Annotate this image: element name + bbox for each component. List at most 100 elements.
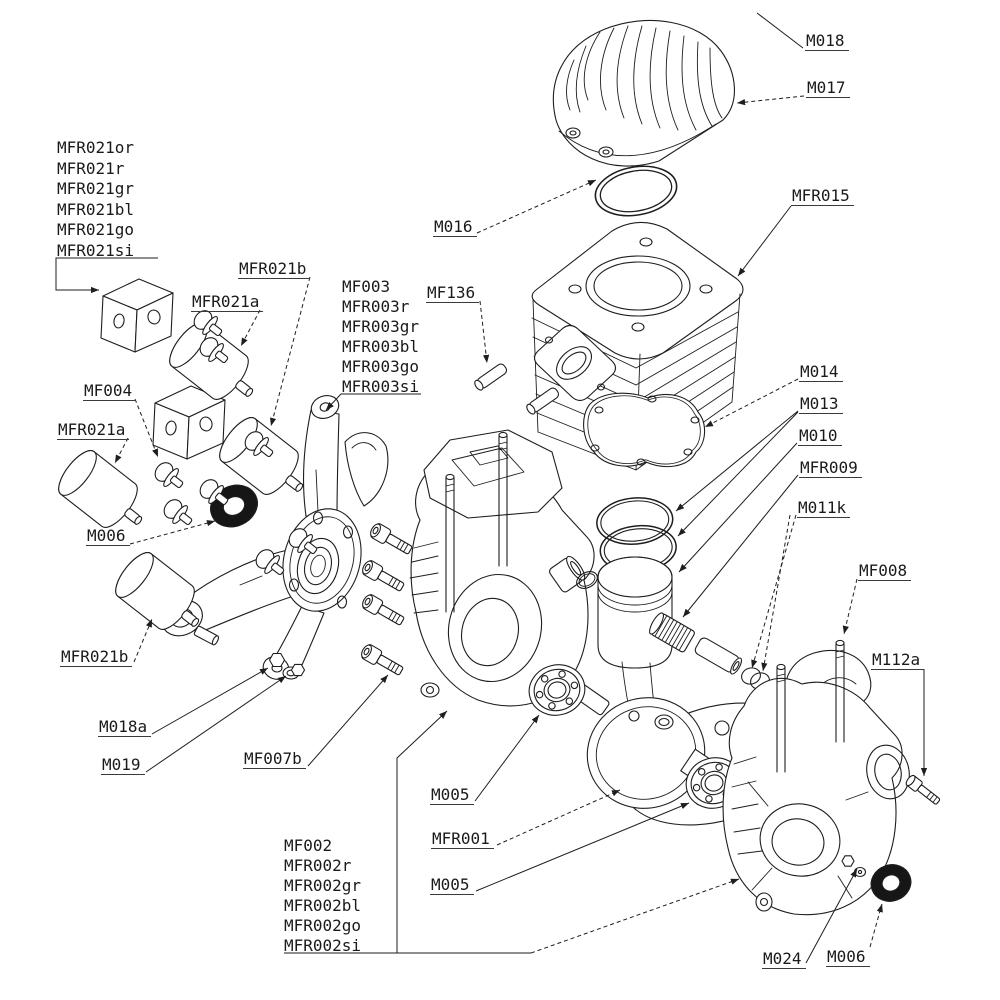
leader-line-m005-2 [475,802,690,892]
grommet-screw-icon [288,528,318,555]
part-label-mfr021a-1: MFR021a [191,293,264,312]
part-label-m006-2: M006 [826,948,870,967]
bearing-boss-icon [548,555,586,593]
part-label-mfr002r: MFR002r [284,856,352,875]
part-label-m005-1: M005 [430,786,474,805]
leader-line-m018a [151,667,269,735]
part-label-mfr021b-1: MFR021b [238,260,311,279]
ball-bearing-icon [528,664,586,716]
part-label-m019: M019 [101,756,145,775]
part-label-m018a: M018a [98,718,152,737]
part-label-mfr021bl: MFR021bl [57,200,135,219]
leader-line-mf008 [842,578,858,635]
square-mount-cube-icon [100,278,174,353]
left-crankcase-drawing [409,429,595,707]
grommet-screw-icon [163,499,193,526]
circlip-icon [576,571,598,589]
part-label-mf008: MF008 [858,562,912,581]
leader-line-mfr009 [682,474,799,618]
part-label-mfr021or: MFR021or [57,138,135,157]
grommet-screw-icon [154,462,184,489]
leader-line-mf002-bracket-c [530,878,740,954]
socket-bolt-icon [362,594,405,626]
part-label-m006-1: M006 [86,527,130,546]
socket-bolt-icon [362,560,405,592]
part-label-mfr002go: MFR002go [284,916,362,935]
leader-line-m016 [476,179,597,234]
leader-line-m018 [756,12,804,49]
leader-line-m011k-b [761,514,791,672]
part-label-m013: M013 [799,395,843,414]
cylinder-head-drawing [552,19,735,167]
part-label-m017: M017 [806,79,850,98]
leader-line-m024 [805,868,858,964]
stud-icon [445,473,455,613]
part-label-m014: M014 [799,363,843,382]
grommet-screw-icon [193,310,223,337]
stud-icon [835,639,845,743]
piston-pin-icon [694,637,743,675]
part-label-m016: M016 [433,218,477,237]
part-label-mfr015: MFR015 [791,187,854,206]
part-label-mfr002bl: MFR002bl [284,896,362,915]
leader-line-m017 [736,95,805,106]
leader-line-m013-b [677,411,799,537]
leader-line-m006-1 [129,520,216,545]
stud-icon [776,663,786,773]
leader-line-m006-2 [869,903,883,948]
part-label-mfr021b-2: MFR021b [60,648,133,667]
leader-line-m005-1 [474,714,540,802]
leader-line-m010 [678,442,798,573]
leader-line-mfr021-bracket [55,257,158,294]
leader-line-m013-a [675,410,799,512]
head-oring-drawing [594,165,678,217]
part-label-m005-2: M005 [430,876,474,895]
leader-line-mfr001 [496,789,621,846]
grommet-screw-icon [244,431,274,458]
part-label-m011k: M011k [797,499,851,518]
grommet-screw-icon [255,549,285,576]
part-label-mfr009: MFR009 [799,459,862,478]
socket-bolt-icon [370,523,413,555]
shaft-seal-icon [870,864,912,902]
part-label-mfr021r: MFR021r [57,159,125,178]
socket-bolt-icon [361,644,404,676]
leader-line-m019 [145,675,287,773]
bolt-icon [905,774,941,805]
part-label-m010: M010 [798,427,842,446]
part-label-mfr002si: MFR002si [284,936,362,955]
leader-line-mfr021b-2 [133,618,153,663]
part-label-mfr003r: MFR003r [342,297,410,316]
leader-line-m014 [704,378,799,428]
part-label-mfr003bl: MFR003bl [342,337,420,356]
grommet-screw-icon [199,479,229,506]
wristpin-bearing-icon [649,612,695,653]
leader-line-mfr015 [737,205,792,277]
leader-line-mfr021a-2 [114,437,129,464]
leader-line-mf003-bracket [325,393,421,411]
nut-icon [841,855,867,878]
part-label-mfr001: MFR001 [431,830,494,849]
rubber-mount-cylinder-icon [115,552,200,630]
part-label-mf004: MF004 [83,382,137,401]
base-gasket-drawing [583,392,706,468]
part-label-mfr003si: MFR003si [342,377,420,396]
part-label-mfr021gr: MFR021gr [57,179,135,198]
part-label-mf136: MF136 [426,284,480,303]
leader-line-mfr021b-1 [270,276,311,427]
stud-icon [498,431,508,567]
leader-line-m011k-a [751,514,797,669]
leader-line-mf007b [307,674,389,767]
part-label-mfr003gr: MFR003gr [342,317,420,336]
part-label-mf002: MF002 [284,836,333,855]
part-label-m024: M024 [762,950,806,969]
nut-icon [268,652,306,680]
dowel-pin-icon [526,387,560,415]
part-label-mfr021si: MFR021si [57,241,135,260]
leader-line-mf002-bracket-b [396,710,448,953]
part-label-mfr002gr: MFR002gr [284,876,362,895]
